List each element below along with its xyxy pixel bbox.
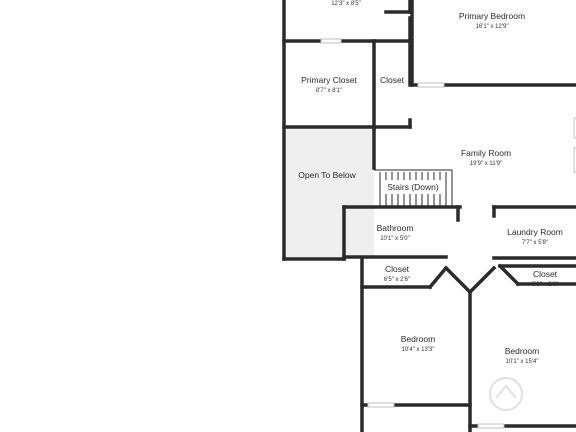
bathroom-name: Bathroom <box>377 223 414 233</box>
watermark-logo <box>489 377 523 411</box>
open-to-below-name: Open To Below <box>298 170 356 180</box>
laundry-room-dims: 7'7" x 5'8" <box>522 240 548 246</box>
stairs-name: Stairs (Down) <box>387 182 439 192</box>
room-family-room: Family Room 19'9" x 11'9" <box>461 148 511 167</box>
family-room-dims: 19'9" x 11'9" <box>470 161 502 167</box>
room-stairs: Stairs (Down) <box>387 182 439 192</box>
room-bedroom-left: Bedroom 10'4" x 13'3" <box>401 334 436 353</box>
room-laundry-room: Laundry Room 7'7" x 5'8" <box>507 227 563 246</box>
laundry-room-name: Laundry Room <box>507 227 563 237</box>
room-open-to-below: Open To Below <box>298 170 356 180</box>
stairs-label-bg <box>383 180 443 194</box>
family-room-name: Family Room <box>461 148 511 158</box>
primary-closet-dims: 8'7" x 8'1" <box>316 88 342 94</box>
windows <box>320 38 576 429</box>
room-closet-upper: Closet <box>380 75 405 85</box>
primary-bedroom-name: Primary Bedroom <box>459 11 525 21</box>
room-top-dims: 12'3" x 8'5" <box>331 1 361 7</box>
room-bathroom: Bathroom 10'1" x 5'0" <box>377 223 414 242</box>
closet-left-name: Closet <box>385 264 410 274</box>
open-to-below-area <box>286 128 374 258</box>
closet-right-dims: 5'8" x 2'0" <box>532 282 558 288</box>
walls <box>282 0 576 432</box>
bedroom-left-name: Bedroom <box>401 334 436 344</box>
closet-upper-name: Closet <box>380 75 405 85</box>
room-closet-right: Closet 5'8" x 2'0" <box>532 269 558 288</box>
room-primary-bedroom: Primary Bedroom 16'1" x 12'9" <box>459 11 525 30</box>
room-bedroom-right: Bedroom 10'1" x 15'4" <box>505 346 540 365</box>
primary-closet-name: Primary Closet <box>301 75 357 85</box>
bathroom-dims: 10'1" x 5'0" <box>380 236 410 242</box>
room-closet-left: Closet 6'5" x 2'6" <box>384 264 410 283</box>
room-primary-closet: Primary Closet 8'7" x 8'1" <box>301 75 357 94</box>
bedroom-right-dims: 10'1" x 15'4" <box>506 359 539 365</box>
bedroom-right-name: Bedroom <box>505 346 540 356</box>
closet-right-name: Closet <box>533 269 558 279</box>
closet-left-dims: 6'5" x 2'6" <box>384 277 410 283</box>
bedroom-left-dims: 10'4" x 13'3" <box>402 347 435 353</box>
primary-bedroom-dims: 16'1" x 12'9" <box>476 24 509 30</box>
room-top: 12'3" x 8'5" <box>331 1 361 7</box>
